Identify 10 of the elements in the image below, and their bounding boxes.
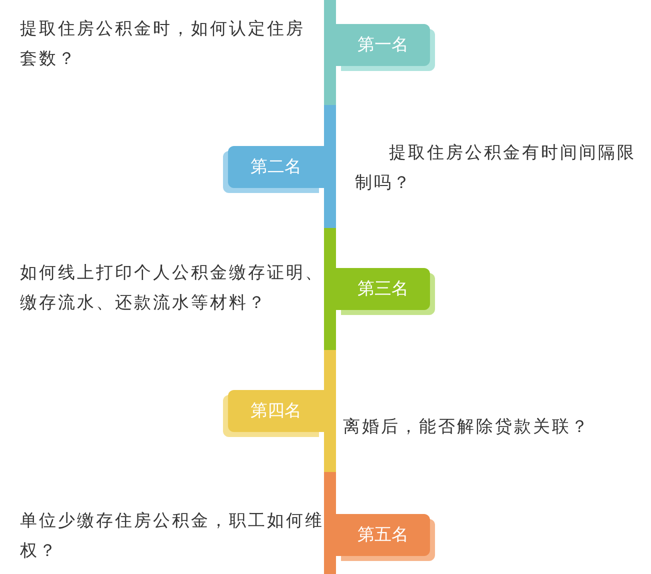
question-text: 提取住房公积金时，如何认定住房套数？: [20, 18, 306, 71]
rank-tab: 第一名: [336, 24, 430, 66]
rank-tab: 第五名: [336, 514, 430, 556]
rank-tab: 第四名: [228, 390, 324, 432]
question-text: 单位少缴存住房公积金，职工如何维权？: [20, 510, 325, 563]
question-text: 提取住房公积金有时间间隔限制吗？: [355, 142, 637, 195]
question-text: 如何线上打印个人公积金缴存证明、缴存流水、还款流水等材料？: [20, 262, 325, 315]
rank-tab: 第二名: [228, 146, 324, 188]
rank-tab: 第三名: [336, 268, 430, 310]
question-text: 离婚后，能否解除贷款关联？: [343, 416, 591, 439]
